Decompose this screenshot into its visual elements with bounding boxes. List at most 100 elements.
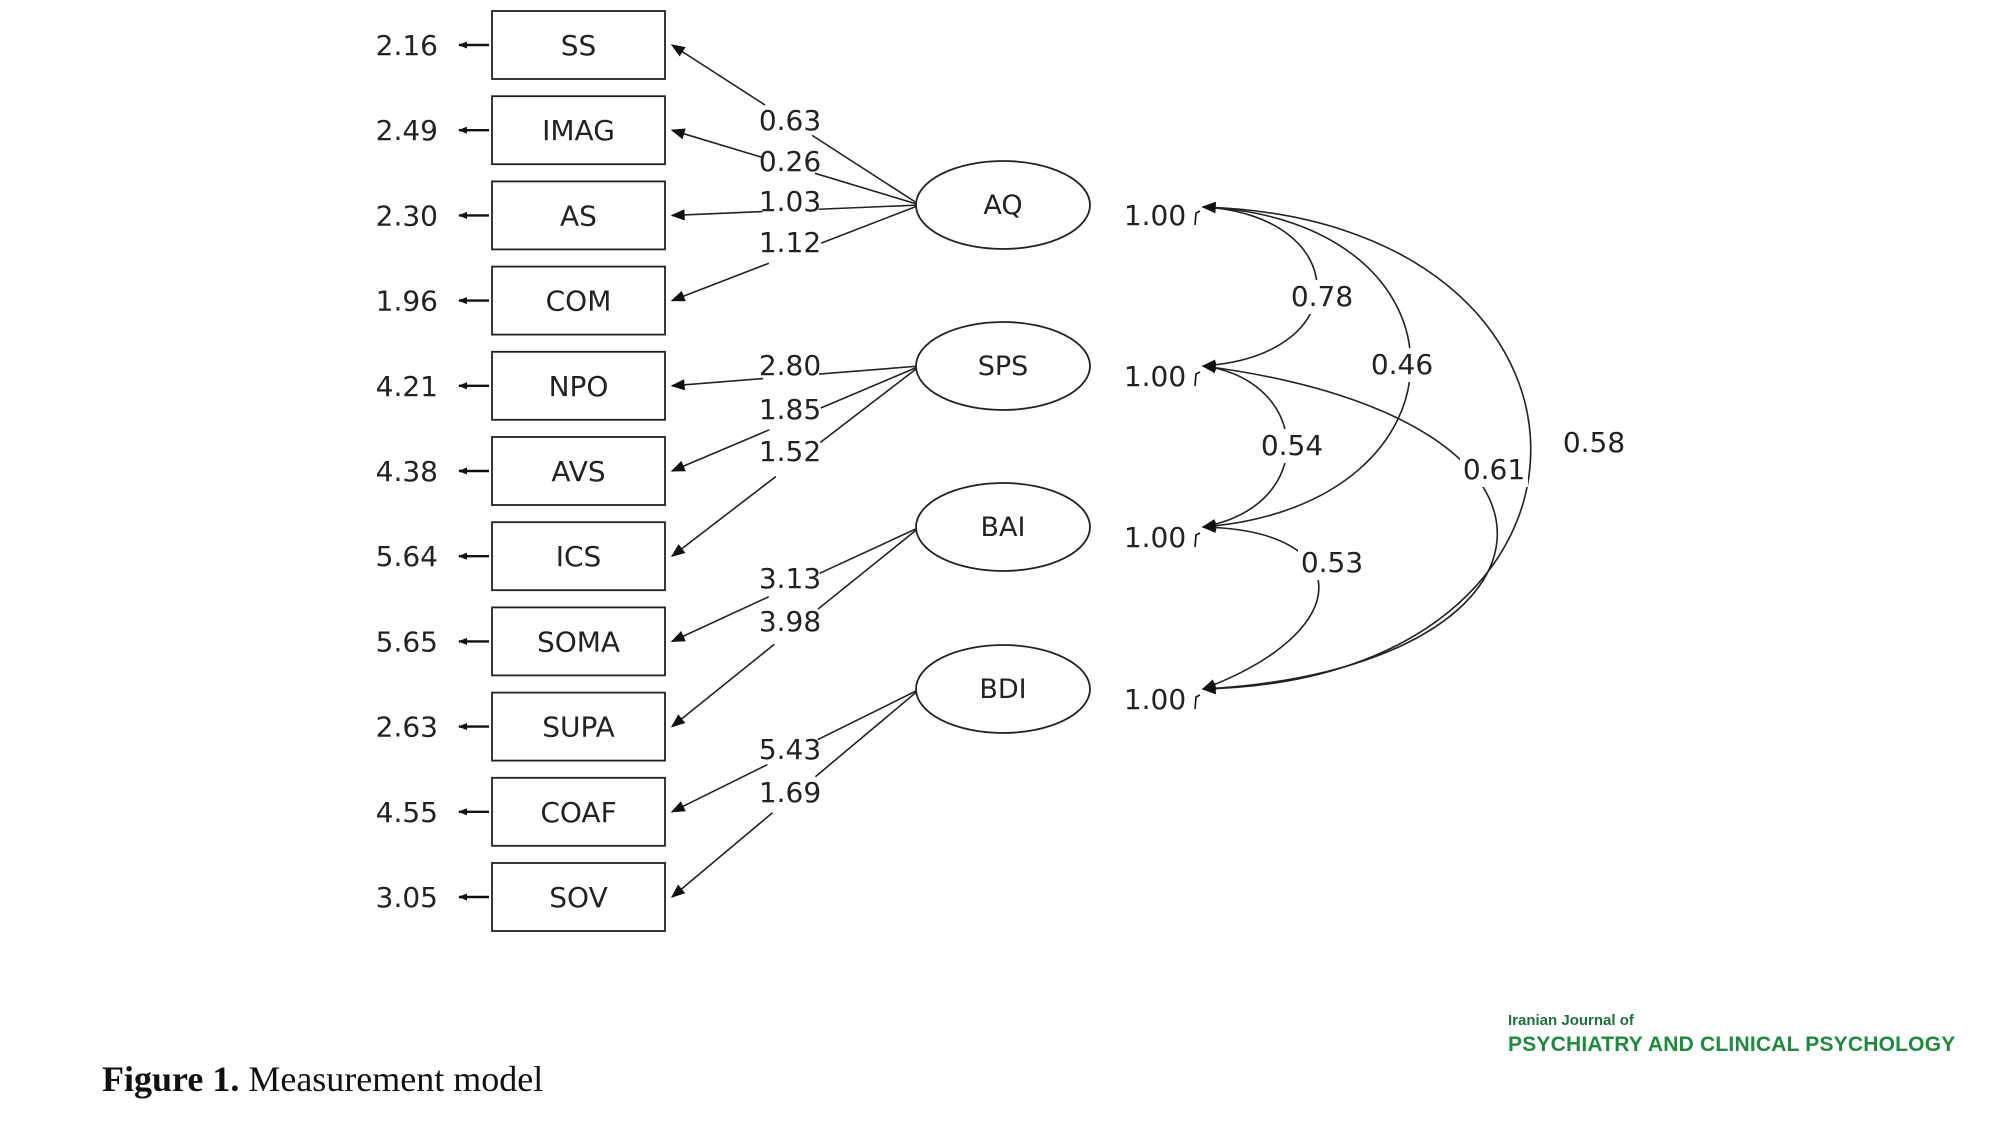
loading-line-bai-supa bbox=[817, 526, 921, 610]
loading-value-aq-imag: 0.26 bbox=[759, 145, 821, 178]
loading-value-bdi-sov: 1.69 bbox=[759, 776, 821, 809]
factor-variance-sps: 1.00 bbox=[1124, 360, 1186, 393]
correlation-label-bg-sps-bai bbox=[1258, 429, 1326, 463]
loading-arrow-aq-ss bbox=[670, 44, 766, 106]
correlation-label-bg-aq-sps bbox=[1288, 280, 1356, 314]
loading-arrow-aq-com bbox=[670, 262, 770, 302]
factor-label-bai: BAI bbox=[981, 512, 1026, 543]
factor-label-sps: SPS bbox=[978, 351, 1029, 382]
error-variance-soma: 5.65 bbox=[376, 625, 438, 658]
loading-arrow-sps-npo bbox=[670, 377, 764, 391]
indicator-box-coaf bbox=[491, 776, 666, 847]
loading-value-aq-as: 1.03 bbox=[759, 185, 821, 218]
indicator-box-supa bbox=[491, 691, 666, 762]
indicator-box-sov bbox=[491, 862, 666, 932]
indicator-box-com bbox=[491, 265, 666, 336]
loading-line-sps-npo bbox=[818, 365, 921, 375]
loading-arrow-sps-avs bbox=[670, 429, 770, 472]
factor-ellipse-bdi bbox=[915, 644, 1091, 734]
variance-tick-bdi bbox=[1194, 694, 1201, 710]
loading-line-aq-imag bbox=[814, 172, 921, 206]
correlation-value-sps-bai: 0.54 bbox=[1261, 429, 1323, 462]
factor-variance-bdi: 1.00 bbox=[1124, 683, 1186, 716]
indicator-label-sov: SOV bbox=[549, 881, 607, 914]
indicator-label-imag: IMAG bbox=[542, 114, 615, 147]
indicator-label-ics: ICS bbox=[556, 540, 602, 573]
loading-arrow-bdi-coaf bbox=[670, 763, 768, 813]
factor-variance-bai: 1.00 bbox=[1124, 521, 1186, 554]
loading-value-bdi-coaf: 5.43 bbox=[759, 733, 821, 766]
loading-arrow-bai-supa bbox=[670, 643, 775, 728]
loading-arrow-bdi-sov bbox=[670, 812, 774, 898]
correlation-value-bai-bdi: 0.53 bbox=[1301, 546, 1363, 579]
indicator-label-com: COM bbox=[546, 285, 612, 318]
loading-value-aq-ss: 0.63 bbox=[759, 104, 821, 137]
correlation-curve-aq-bdi bbox=[1201, 201, 1532, 695]
loading-line-bai-soma bbox=[819, 526, 921, 575]
loading-line-aq-as bbox=[818, 204, 921, 211]
correlation-value-aq-sps: 0.78 bbox=[1291, 280, 1353, 313]
variance-tick-aq bbox=[1194, 210, 1201, 226]
correlation-label-bg-aq-bai bbox=[1368, 348, 1436, 382]
error-variance-ss: 2.16 bbox=[376, 29, 438, 62]
correlation-label-bg-sps-bdi bbox=[1460, 453, 1528, 487]
correlation-value-aq-bai: 0.46 bbox=[1371, 348, 1433, 381]
figure-caption-text: Measurement model bbox=[239, 1059, 544, 1099]
factor-label-aq: AQ bbox=[983, 190, 1022, 221]
figure-label: Figure 1. bbox=[102, 1059, 240, 1099]
error-variance-sov: 3.05 bbox=[376, 881, 438, 914]
factor-ellipse-aq bbox=[915, 160, 1091, 250]
loading-line-bdi-coaf bbox=[817, 688, 921, 741]
correlation-curve-bai-bdi bbox=[1201, 521, 1320, 690]
correlation-label-bg-aq-bdi bbox=[1560, 426, 1628, 460]
loading-value-bai-soma: 3.13 bbox=[759, 562, 821, 595]
error-variance-ics: 5.64 bbox=[376, 540, 438, 573]
figure-caption: Figure 1. Measurement model bbox=[102, 1058, 543, 1100]
loading-arrow-aq-as bbox=[670, 209, 763, 221]
loading-arrow-sps-ics bbox=[670, 475, 777, 558]
variance-tick-sps bbox=[1194, 371, 1201, 387]
indicator-box-npo bbox=[491, 350, 666, 421]
loading-line-aq-ss bbox=[811, 134, 921, 206]
indicator-box-ss bbox=[491, 10, 666, 80]
loading-line-bdi-sov bbox=[814, 688, 921, 778]
factor-ellipse-bai bbox=[915, 482, 1091, 572]
loading-line-aq-com bbox=[820, 204, 921, 244]
indicator-label-soma: SOMA bbox=[537, 625, 620, 658]
correlation-curve-sps-bdi bbox=[1201, 362, 1499, 694]
factor-label-bdi: BDI bbox=[979, 674, 1026, 705]
journal-logo-line1: Iranian Journal of bbox=[1508, 1012, 1634, 1029]
error-variance-coaf: 4.55 bbox=[376, 796, 438, 829]
loading-arrow-bai-soma bbox=[670, 596, 770, 643]
indicator-label-avs: AVS bbox=[551, 455, 605, 488]
indicator-label-ss: SS bbox=[561, 29, 597, 62]
loading-value-sps-ics: 1.52 bbox=[759, 435, 821, 468]
loading-value-sps-npo: 2.80 bbox=[759, 349, 821, 382]
error-variance-supa: 2.63 bbox=[376, 711, 438, 744]
indicator-box-ics bbox=[491, 521, 666, 592]
error-variance-as: 2.30 bbox=[376, 199, 438, 232]
loading-value-aq-com: 1.12 bbox=[759, 226, 821, 259]
correlation-value-sps-bdi: 0.61 bbox=[1463, 453, 1525, 486]
journal-logo-line2: PSYCHIATRY AND CLINICAL PSYCHOLOGY bbox=[1508, 1033, 1956, 1056]
loading-arrow-aq-imag bbox=[670, 128, 762, 158]
journal-logo: Iranian Journal of PSYCHIATRY AND CLINIC… bbox=[1508, 1012, 1955, 1057]
error-variance-npo: 4.21 bbox=[376, 370, 438, 403]
loading-line-sps-avs bbox=[820, 365, 921, 409]
factor-variance-aq: 1.00 bbox=[1124, 199, 1186, 232]
loading-line-sps-ics bbox=[819, 365, 921, 444]
error-variance-com: 1.96 bbox=[376, 285, 438, 318]
loading-value-bai-supa: 3.98 bbox=[759, 605, 821, 638]
loading-value-sps-avs: 1.85 bbox=[759, 393, 821, 426]
indicator-box-soma bbox=[491, 606, 666, 677]
indicator-box-avs bbox=[491, 436, 666, 506]
error-variance-avs: 4.38 bbox=[376, 455, 438, 488]
indicator-label-coaf: COAF bbox=[540, 796, 616, 829]
indicator-label-npo: NPO bbox=[549, 370, 609, 403]
variance-tick-bai bbox=[1194, 532, 1201, 548]
factor-ellipse-sps bbox=[915, 321, 1091, 411]
indicator-box-imag bbox=[491, 95, 666, 166]
correlation-label-bg-bai-bdi bbox=[1298, 546, 1366, 580]
correlation-value-aq-bdi: 0.58 bbox=[1563, 426, 1625, 459]
